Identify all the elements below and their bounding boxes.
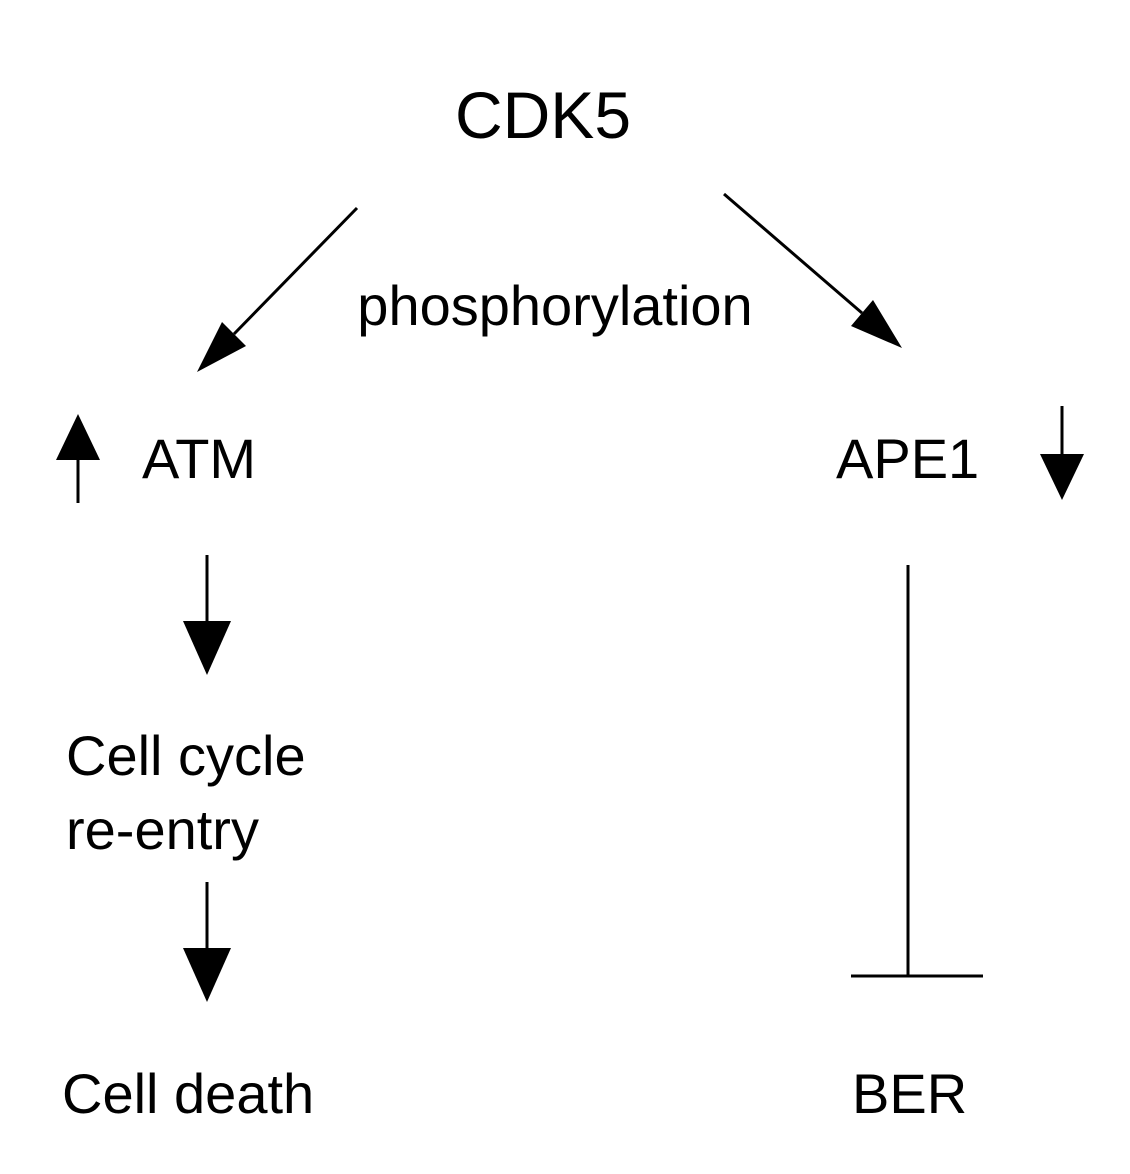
up-arrow-icon xyxy=(56,414,100,503)
node-ape1: APE1 xyxy=(836,427,979,490)
node-cell-cycle-line2: re-entry xyxy=(66,798,259,861)
edge-cell-cycle-to-cell-death xyxy=(183,882,231,1002)
edge-ape1-inhibits-ber xyxy=(851,565,983,978)
node-ber: BER xyxy=(852,1062,967,1125)
edge-cdk5-to-atm xyxy=(197,206,359,372)
node-cdk5: CDK5 xyxy=(455,78,631,152)
node-atm: ATM xyxy=(142,427,256,490)
edge-label-phosphorylation: phosphorylation xyxy=(357,274,752,337)
edge-cdk5-to-ape1 xyxy=(723,192,902,348)
node-cell-cycle-line1: Cell cycle xyxy=(66,724,306,787)
edge-atm-to-cell-cycle xyxy=(183,555,231,675)
node-cell-death: Cell death xyxy=(62,1062,314,1125)
down-arrow-icon xyxy=(1040,406,1084,500)
